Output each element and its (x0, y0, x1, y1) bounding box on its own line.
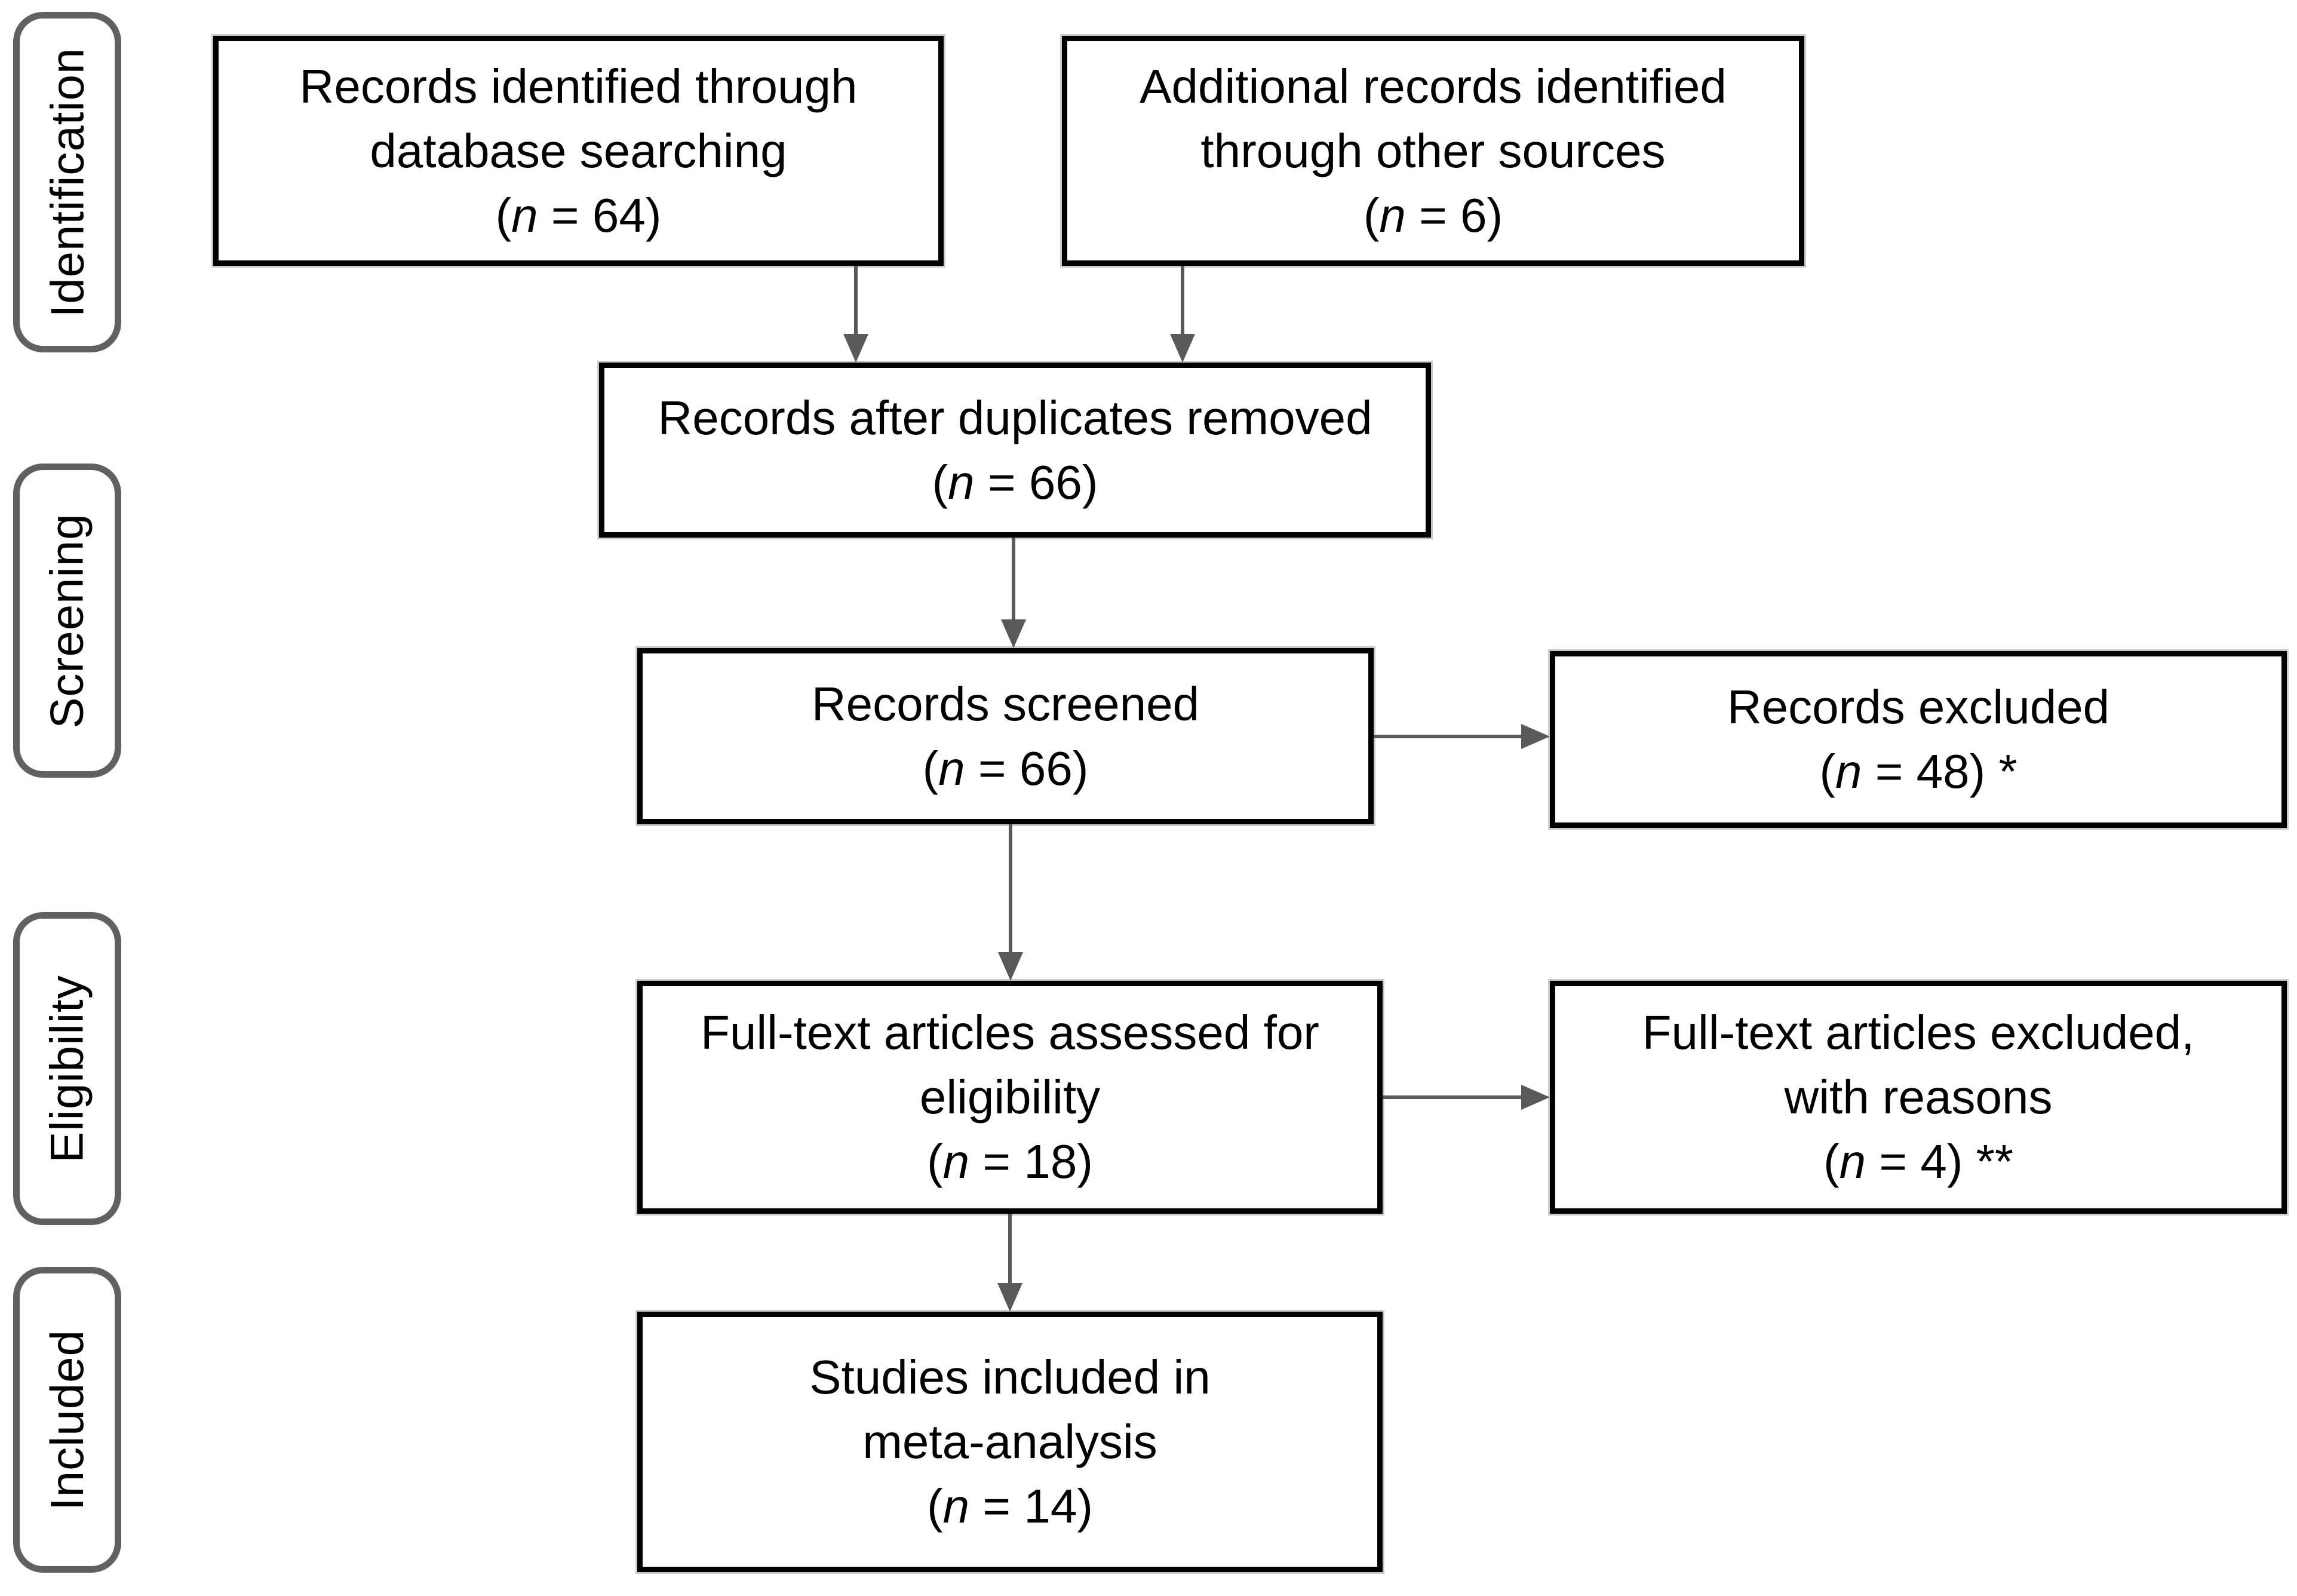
box-text-line: Records excluded (1727, 680, 2110, 733)
box-text-line: meta-analysis (862, 1415, 1157, 1468)
stage-screening: Screening (13, 464, 121, 778)
stage-label: Screening (41, 512, 94, 729)
box-text-line: Records identified through (299, 59, 858, 113)
arrow-line-duplicates-to-screened (1012, 538, 1015, 619)
arrow-line-additional-to-duplicates (1181, 266, 1184, 334)
flow-box-fulltext-assessed: Full-text articles assessed for eligibil… (637, 981, 1383, 1214)
box-count-line: (n = 6) (1363, 188, 1503, 242)
box-text-line: eligibility (919, 1070, 1101, 1124)
flow-box-records-excluded: Records excluded (n = 48) * (1550, 651, 2287, 828)
stage-label: Included (41, 1329, 93, 1511)
arrow-down-icon (997, 1283, 1022, 1312)
arrow-line-screened-to-excluded (1374, 735, 1521, 738)
arrow-line-screened-to-fulltext (1009, 824, 1012, 952)
flow-box-additional-records: Additional records identified through ot… (1062, 36, 1804, 266)
box-text-line: through other sources (1200, 124, 1666, 177)
stage-eligibility: Eligibility (13, 912, 121, 1225)
box-count-line: (n = 4) ** (1823, 1135, 2013, 1188)
arrow-down-icon (843, 334, 868, 363)
box-text-line: Records screened (811, 677, 1200, 731)
box-count-line: (n = 64) (495, 188, 662, 242)
box-count-line: (n = 66) (922, 741, 1089, 795)
arrow-down-icon (1170, 334, 1195, 363)
box-text-line: with reasons (1784, 1070, 2053, 1124)
arrow-down-icon (1001, 619, 1026, 648)
box-text-line: database searching (370, 124, 787, 177)
arrow-right-icon (1521, 1085, 1550, 1110)
stage-included: Included (13, 1267, 121, 1573)
box-text-line: Studies included in (809, 1351, 1211, 1404)
box-count-line: (n = 66) (932, 455, 1098, 509)
flow-box-studies-included: Studies included in meta-analysis (n = 1… (637, 1312, 1383, 1572)
box-count-line: (n = 18) (927, 1135, 1093, 1188)
arrow-line-identified-to-duplicates (854, 266, 858, 334)
box-text-line: Records after duplicates removed (658, 391, 1372, 444)
arrow-line-fulltext-to-included (1008, 1214, 1012, 1283)
stage-identification: Identification (13, 12, 121, 352)
flow-box-fulltext-excluded: Full-text articles excluded, with reason… (1550, 981, 2287, 1214)
arrow-right-icon (1521, 724, 1550, 749)
flow-box-records-identified: Records identified through database sear… (213, 36, 944, 266)
box-text-line: Full-text articles excluded, (1642, 1006, 2195, 1059)
stage-label: Identification (41, 47, 94, 317)
arrow-line-fulltext-to-excluded (1383, 1095, 1521, 1099)
arrow-down-icon (998, 952, 1023, 981)
box-count-line: (n = 48) * (1819, 745, 2017, 798)
flow-box-duplicates-removed: Records after duplicates removed (n = 66… (599, 363, 1431, 538)
box-text-line: Full-text articles assessed for (701, 1006, 1319, 1059)
box-count-line: (n = 14) (927, 1480, 1093, 1533)
flow-box-records-screened: Records screened (n = 66) (637, 648, 1374, 824)
box-text-line: Additional records identified (1140, 59, 1727, 113)
stage-label: Eligibility (41, 974, 93, 1163)
